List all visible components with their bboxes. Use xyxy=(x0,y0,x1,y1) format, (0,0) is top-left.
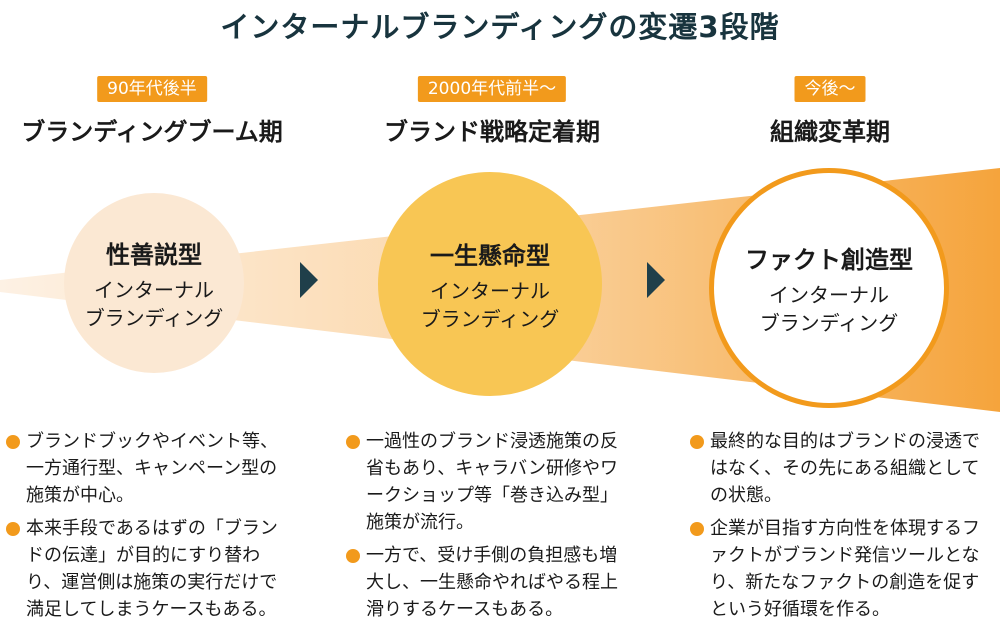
stage-2-period: ブランド戦略定着期 xyxy=(384,118,600,146)
stage-2-type: 一生懸命型 xyxy=(430,241,550,270)
stage-3-period: 組織変革期 xyxy=(770,118,890,146)
list-item: 最終的な目的はブランドの浸透ではなく、その先にある組織としての状態。 xyxy=(690,428,982,509)
stage-2-bullets: 一過性のブランド浸透施策の反省もあり、キャラバン研修やワークショップ等「巻き込み… xyxy=(346,428,632,629)
stage-2-bullet-2: 一方で、受け手側の負担感も増大し、一生懸命やればやる程上滑りするケースもある。 xyxy=(366,545,618,620)
diagram-title: インターナルブランディングの変遷3段階 xyxy=(220,10,780,44)
list-item: 一過性のブランド浸透施策の反省もあり、キャラバン研修やワークショップ等「巻き込み… xyxy=(346,428,632,536)
stage-2-sub-line1: インターナル xyxy=(430,278,550,303)
bullet-dot-icon xyxy=(6,435,20,449)
bullet-dot-icon xyxy=(6,522,20,536)
stage-3-sub-line1: インターナル xyxy=(769,282,889,307)
stage-2-circle: 一生懸命型 インターナル ブランディング xyxy=(378,172,602,396)
stage-3-bullet-2: 企業が目指す方向性を体現するファクトがブランド発信ツールとなり、新たなファクトの… xyxy=(710,518,980,620)
list-item: 企業が目指す方向性を体現するファクトがブランド発信ツールとなり、新たなファクトの… xyxy=(690,515,982,623)
list-item: 本来手段であるはずの「ブランドの伝達」が目的にすり替わり、運営側は施策の実行だけ… xyxy=(6,515,288,623)
arrow-right-icon xyxy=(647,262,665,298)
list-item: ブランドブックやイベント等、一方通行型、キャンペーン型の施策が中心。 xyxy=(6,428,288,509)
stage-3-era-badge: 今後〜 xyxy=(794,76,866,102)
bullet-dot-icon xyxy=(690,435,704,449)
bullet-dot-icon xyxy=(690,522,704,536)
stage-2-bullet-1: 一過性のブランド浸透施策の反省もあり、キャラバン研修やワークショップ等「巻き込み… xyxy=(366,431,618,533)
stage-1-period: ブランディングブーム期 xyxy=(21,118,283,146)
stage-3-circle: ファクト創造型 インターナル ブランディング xyxy=(709,168,949,408)
stage-3-type: ファクト創造型 xyxy=(745,245,913,274)
stage-1-type: 性善説型 xyxy=(106,240,202,269)
stage-2-sub-line2: ブランディング xyxy=(420,306,560,331)
stage-3-sub-line2: ブランディング xyxy=(759,310,899,335)
stage-1-bullets: ブランドブックやイベント等、一方通行型、キャンペーン型の施策が中心。 本来手段で… xyxy=(6,428,288,629)
stage-3-bullets: 最終的な目的はブランドの浸透ではなく、その先にある組織としての状態。 企業が目指… xyxy=(690,428,982,629)
stage-1-era-badge: 90年代後半 xyxy=(97,76,207,102)
stage-3-bullet-1: 最終的な目的はブランドの浸透ではなく、その先にある組織としての状態。 xyxy=(710,431,980,506)
stage-1-sub-line2: ブランディング xyxy=(84,305,224,330)
arrow-right-icon xyxy=(300,262,318,298)
list-item: 一方で、受け手側の負担感も増大し、一生懸命やればやる程上滑りするケースもある。 xyxy=(346,542,632,623)
stage-1-bullet-1: ブランドブックやイベント等、一方通行型、キャンペーン型の施策が中心。 xyxy=(26,431,278,506)
stage-1-sub-line1: インターナル xyxy=(94,277,214,302)
stage-2-era-badge: 2000年代前半〜 xyxy=(417,76,567,102)
stage-1-bullet-2: 本来手段であるはずの「ブランドの伝達」が目的にすり替わり、運営側は施策の実行だけ… xyxy=(26,518,278,620)
bullet-dot-icon xyxy=(346,549,360,563)
stage-1-circle: 性善説型 インターナル ブランディング xyxy=(64,193,244,373)
bullet-dot-icon xyxy=(346,435,360,449)
